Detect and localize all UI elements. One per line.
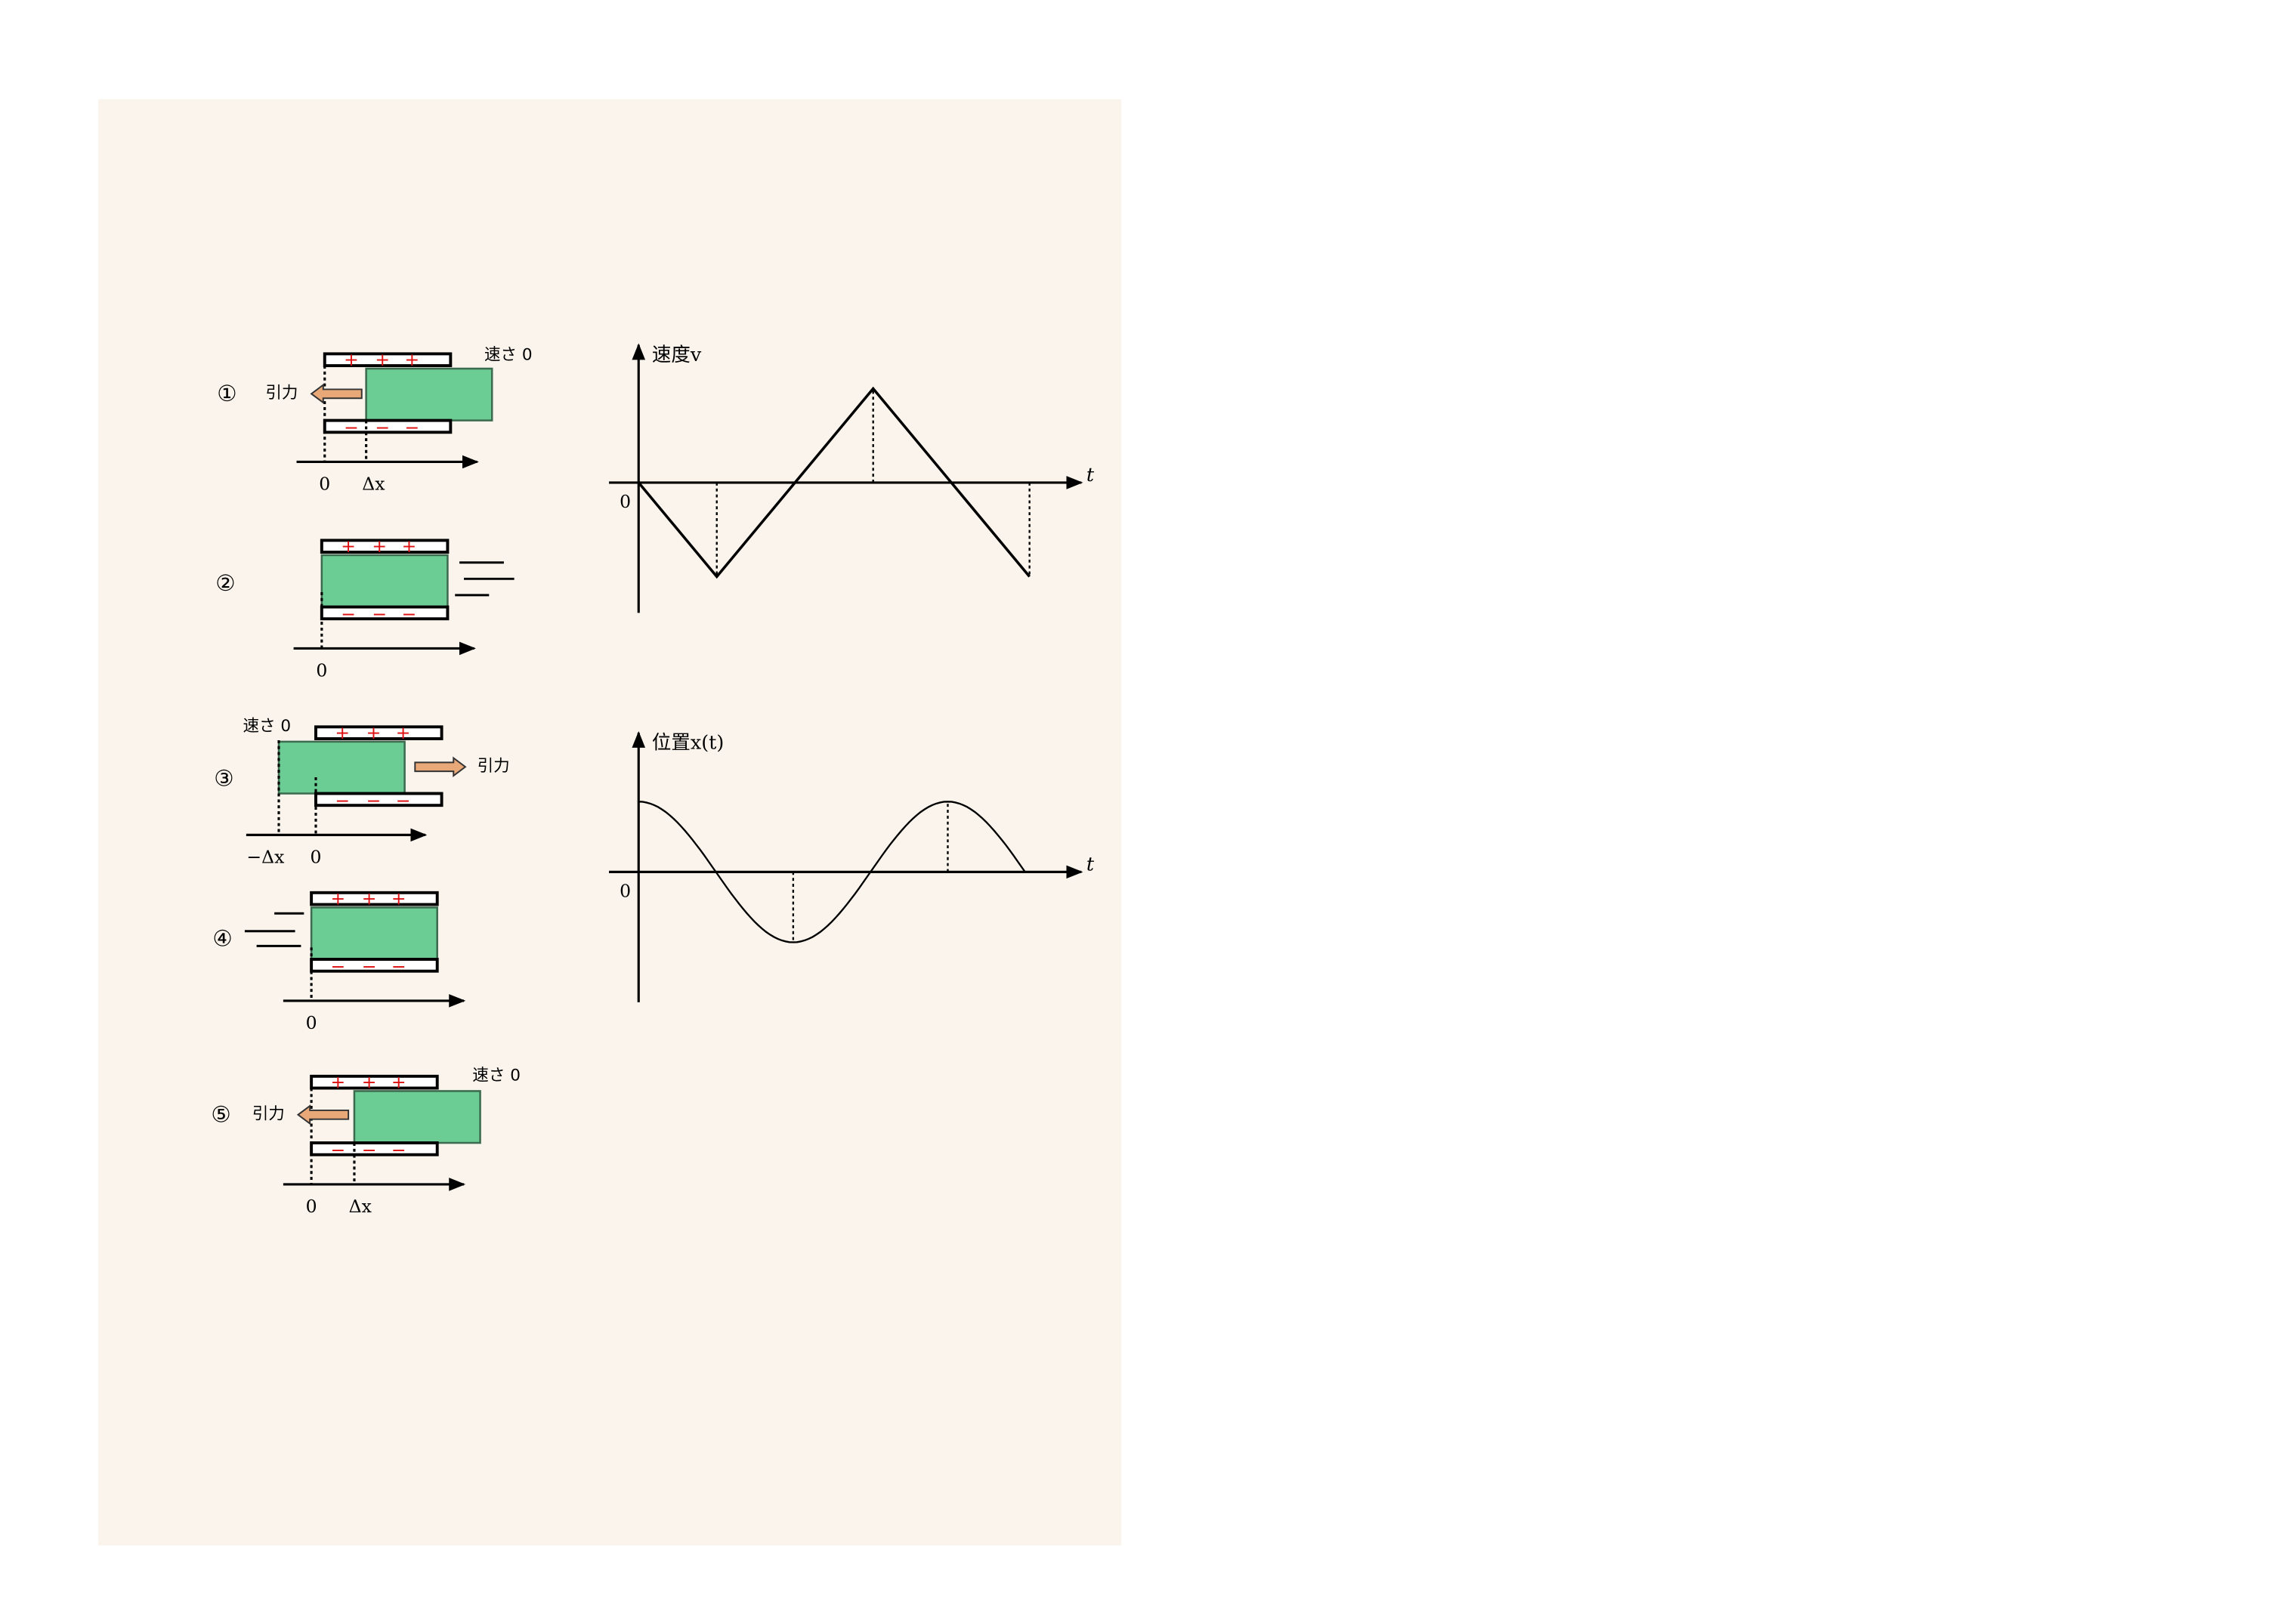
plus-charge: + bbox=[405, 349, 420, 370]
position-chart: 位置x(t) t 0 bbox=[609, 730, 1095, 1002]
axis-label: 0 bbox=[306, 1196, 317, 1217]
force-arrow-right-icon bbox=[414, 756, 467, 777]
axis-label: 0 bbox=[319, 474, 330, 495]
dielectric-block bbox=[320, 554, 449, 608]
plus-charge: + bbox=[402, 536, 417, 557]
series-line bbox=[638, 801, 1026, 943]
axis-label: −Δx bbox=[246, 847, 284, 868]
negative-plate bbox=[314, 792, 443, 807]
step-number: ② bbox=[215, 570, 235, 596]
x-axis-label: t bbox=[1086, 853, 1095, 875]
step-number: ① bbox=[217, 381, 236, 406]
minus-charge: − bbox=[391, 956, 406, 977]
plus-charge: + bbox=[341, 536, 356, 557]
speed-label: 速さ 0 bbox=[472, 1067, 521, 1085]
minus-charge: − bbox=[344, 417, 359, 438]
minus-charge: − bbox=[375, 417, 390, 438]
axis-label: Δx bbox=[349, 1196, 372, 1217]
diagram-3: + − + − + − −Δx 0 ③ 引力 速さ 0 bbox=[214, 717, 509, 867]
axis-label: 0 bbox=[311, 847, 322, 868]
plus-charge: + bbox=[331, 1072, 346, 1093]
plus-charge: + bbox=[331, 888, 346, 909]
axis-label: 0 bbox=[306, 1012, 317, 1033]
origin-label: 0 bbox=[620, 881, 631, 902]
positive-plate bbox=[320, 539, 450, 554]
plus-charge: + bbox=[372, 536, 387, 557]
minus-charge: − bbox=[405, 417, 420, 438]
minus-charge: − bbox=[335, 790, 350, 811]
plus-charge: + bbox=[396, 722, 411, 743]
plus-charge: + bbox=[375, 349, 390, 370]
dielectric-block bbox=[365, 367, 493, 421]
minus-charge: − bbox=[341, 604, 356, 625]
diagram-5: + − + − + − 0 Δx ⑤ 引力 速さ 0 bbox=[211, 1067, 521, 1217]
diagram-2: + − + − + − 0 ② bbox=[215, 536, 515, 681]
minus-charge: − bbox=[362, 1140, 377, 1161]
minus-charge: − bbox=[396, 790, 411, 811]
positive-plate bbox=[310, 891, 439, 906]
plus-charge: + bbox=[362, 1072, 377, 1093]
dielectric-block bbox=[310, 906, 438, 961]
diagram-1: + − + − + − 0 Δx ① 引力 速さ 0 bbox=[217, 345, 532, 494]
y-axis-label: 位置x(t) bbox=[652, 732, 724, 755]
series-line bbox=[637, 386, 1031, 579]
axis-label: 0 bbox=[316, 660, 327, 681]
force-label: 引力 bbox=[477, 757, 510, 776]
x-axis-label: t bbox=[1086, 464, 1095, 486]
plus-charge: + bbox=[335, 722, 350, 743]
dielectric-block bbox=[353, 1090, 481, 1144]
y-axis-label: 速度v bbox=[652, 344, 702, 366]
plus-charge: + bbox=[366, 722, 382, 743]
force-arrow-left-icon bbox=[296, 1104, 350, 1125]
force-arrow-left-icon bbox=[310, 383, 363, 405]
positive-plate bbox=[314, 725, 443, 740]
origin-label: 0 bbox=[620, 491, 631, 512]
figure-panel bbox=[97, 99, 1122, 1546]
plus-charge: + bbox=[391, 888, 406, 909]
speed-label: 速さ 0 bbox=[484, 345, 533, 364]
velocity-chart: 速度v t 0 bbox=[609, 343, 1095, 613]
diagram-4: + − + − + − 0 ④ bbox=[212, 888, 466, 1033]
force-label: 引力 bbox=[252, 1105, 285, 1124]
step-number: ③ bbox=[214, 766, 233, 792]
minus-charge: − bbox=[366, 790, 382, 811]
minus-charge: − bbox=[362, 956, 377, 977]
minus-charge: − bbox=[391, 1140, 406, 1161]
minus-charge: − bbox=[372, 604, 387, 625]
step-number: ⑤ bbox=[211, 1102, 230, 1128]
speed-label: 速さ 0 bbox=[243, 717, 291, 736]
minus-charge: − bbox=[331, 1140, 346, 1161]
minus-charge: − bbox=[331, 956, 346, 977]
dielectric-block bbox=[277, 740, 406, 795]
plus-charge: + bbox=[344, 349, 359, 370]
minus-charge: − bbox=[402, 604, 417, 625]
plus-charge: + bbox=[362, 888, 377, 909]
step-number: ④ bbox=[212, 925, 232, 951]
force-label: 引力 bbox=[265, 384, 298, 403]
plus-charge: + bbox=[391, 1072, 406, 1093]
axis-label: Δx bbox=[362, 474, 385, 495]
